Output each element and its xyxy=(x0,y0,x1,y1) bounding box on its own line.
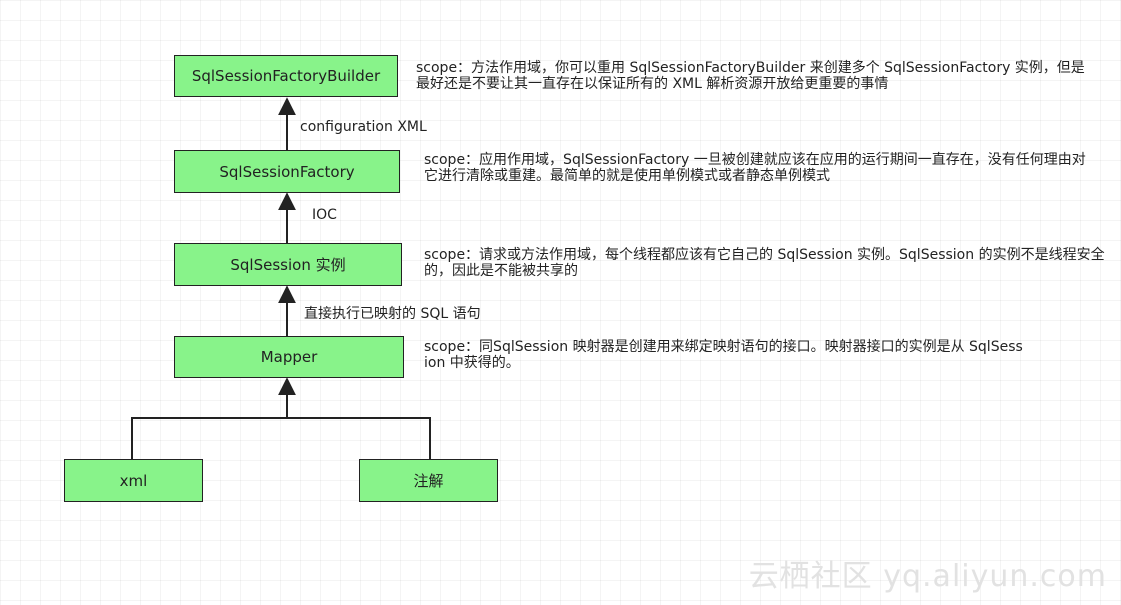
node-sqlsessionfactorybuilder[interactable]: SqlSessionFactoryBuilder xyxy=(174,55,398,97)
note-factory-scope: scope：应用作用域，SqlSessionFactory 一旦被创建就应该在应… xyxy=(424,152,1086,184)
node-xml[interactable]: xml xyxy=(64,459,203,502)
watermark-text: 云栖社区 yq.aliyun.com xyxy=(748,559,1107,594)
edge-label-configuration-xml: configuration XML xyxy=(300,119,427,135)
node-sqlsessionfactory[interactable]: SqlSessionFactory xyxy=(174,150,400,193)
edge-label-direct-sql: 直接执行已映射的 SQL 语句 xyxy=(304,306,481,322)
node-mapper[interactable]: Mapper xyxy=(174,336,404,378)
edge-label-ioc: IOC xyxy=(312,207,337,223)
note-mapper-scope: scope：同SqlSession 映射器是创建用来绑定映射语句的接口。映射器接… xyxy=(424,339,1023,371)
edge-xml-branch xyxy=(131,417,431,459)
node-sqlsession[interactable]: SqlSession 实例 xyxy=(174,243,402,286)
note-builder-scope: scope：方法作用域，你可以重用 SqlSessionFactoryBuild… xyxy=(416,60,1085,92)
node-annotation[interactable]: 注解 xyxy=(359,459,498,502)
note-session-scope: scope：请求或方法作用域，每个线程都应该有它自己的 SqlSession 实… xyxy=(424,247,1105,279)
